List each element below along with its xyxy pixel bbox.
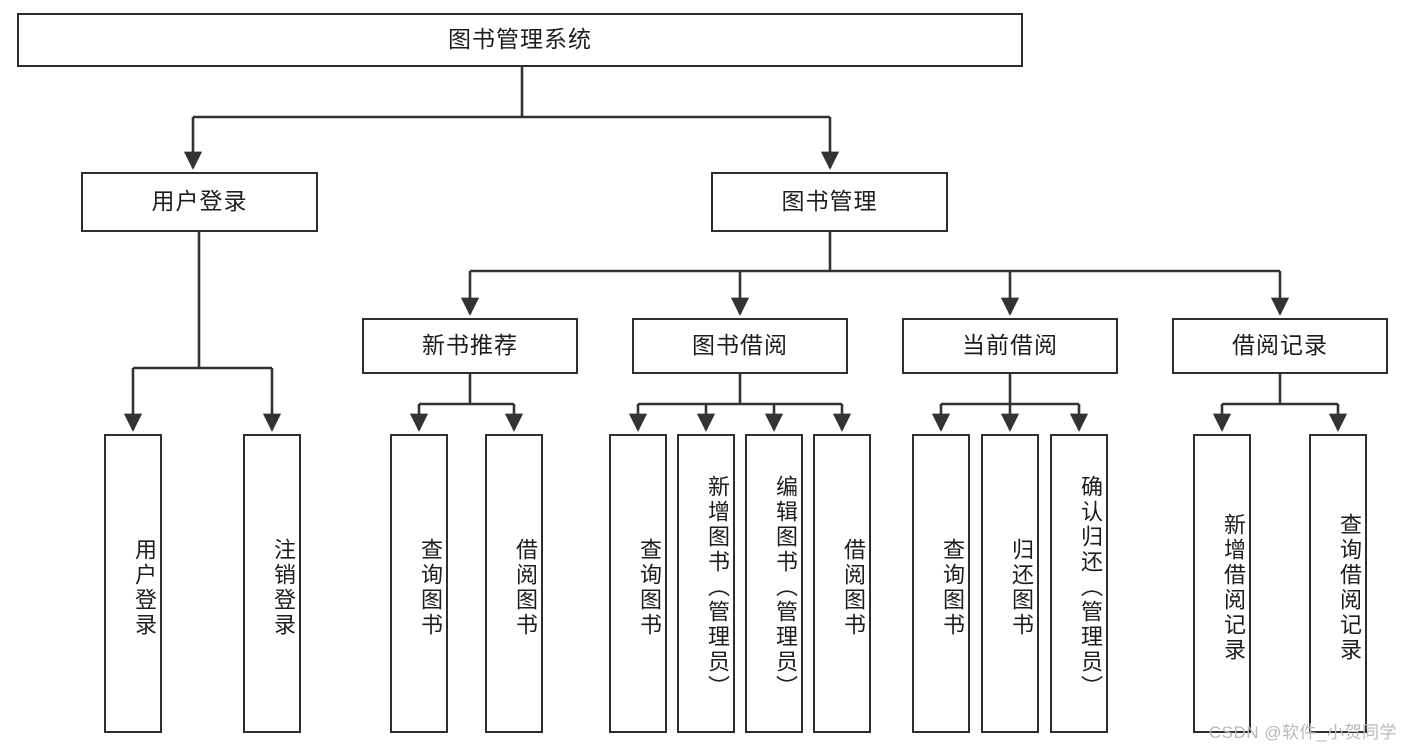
node-new-book-recommend[interactable]: 新书推荐 — [362, 318, 578, 374]
node-leaf-borrow-book-1-label: 借阅图书 — [513, 537, 538, 638]
node-leaf-confirm-return-label: 确认归还（管理员） — [1078, 475, 1103, 700]
node-leaf-borrow-book-2[interactable]: 借阅图书 — [813, 434, 871, 733]
node-borrow-record[interactable]: 借阅记录 — [1172, 318, 1388, 374]
node-leaf-add-record-label: 新增借阅记录 — [1221, 512, 1246, 663]
node-root[interactable]: 图书管理系统 — [17, 13, 1023, 67]
node-leaf-borrow-book-1[interactable]: 借阅图书 — [485, 434, 543, 733]
node-leaf-query-book-3[interactable]: 查询图书 — [912, 434, 970, 733]
node-leaf-query-book-2[interactable]: 查询图书 — [609, 434, 667, 733]
node-leaf-query-book-2-label: 查询图书 — [637, 537, 662, 638]
node-leaf-logout[interactable]: 注销登录 — [243, 434, 301, 733]
node-leaf-query-book-1[interactable]: 查询图书 — [390, 434, 448, 733]
node-leaf-confirm-return[interactable]: 确认归还（管理员） — [1050, 434, 1108, 733]
node-borrow-record-label: 借阅记录 — [1232, 332, 1328, 359]
node-leaf-return-book[interactable]: 归还图书 — [981, 434, 1039, 733]
node-leaf-edit-book[interactable]: 编辑图书（管理员） — [745, 434, 803, 733]
node-book-manage[interactable]: 图书管理 — [711, 172, 948, 232]
node-leaf-query-record[interactable]: 查询借阅记录 — [1309, 434, 1367, 733]
node-current-borrow[interactable]: 当前借阅 — [902, 318, 1118, 374]
node-leaf-add-book[interactable]: 新增图书（管理员） — [677, 434, 735, 733]
node-leaf-query-record-label: 查询借阅记录 — [1337, 512, 1362, 663]
node-current-borrow-label: 当前借阅 — [962, 332, 1058, 359]
node-leaf-query-book-3-label: 查询图书 — [940, 537, 965, 638]
node-root-label: 图书管理系统 — [448, 26, 592, 53]
node-new-book-recommend-label: 新书推荐 — [422, 332, 518, 359]
node-leaf-user-login-label: 用户登录 — [132, 537, 157, 638]
node-book-borrow[interactable]: 图书借阅 — [632, 318, 848, 374]
node-book-borrow-label: 图书借阅 — [692, 332, 788, 359]
watermark: CSDN @软件_小贺同学 — [1208, 723, 1397, 742]
node-leaf-add-book-label: 新增图书（管理员） — [705, 475, 730, 700]
node-user-login-label: 用户登录 — [151, 188, 248, 215]
node-book-manage-label: 图书管理 — [781, 188, 878, 215]
node-leaf-user-login[interactable]: 用户登录 — [104, 434, 162, 733]
node-leaf-add-record[interactable]: 新增借阅记录 — [1193, 434, 1251, 733]
node-leaf-logout-label: 注销登录 — [271, 537, 296, 638]
node-user-login[interactable]: 用户登录 — [81, 172, 318, 232]
node-leaf-edit-book-label: 编辑图书（管理员） — [773, 475, 798, 700]
node-leaf-query-book-1-label: 查询图书 — [418, 537, 443, 638]
node-leaf-return-book-label: 归还图书 — [1009, 537, 1034, 638]
node-leaf-borrow-book-2-label: 借阅图书 — [841, 537, 866, 638]
